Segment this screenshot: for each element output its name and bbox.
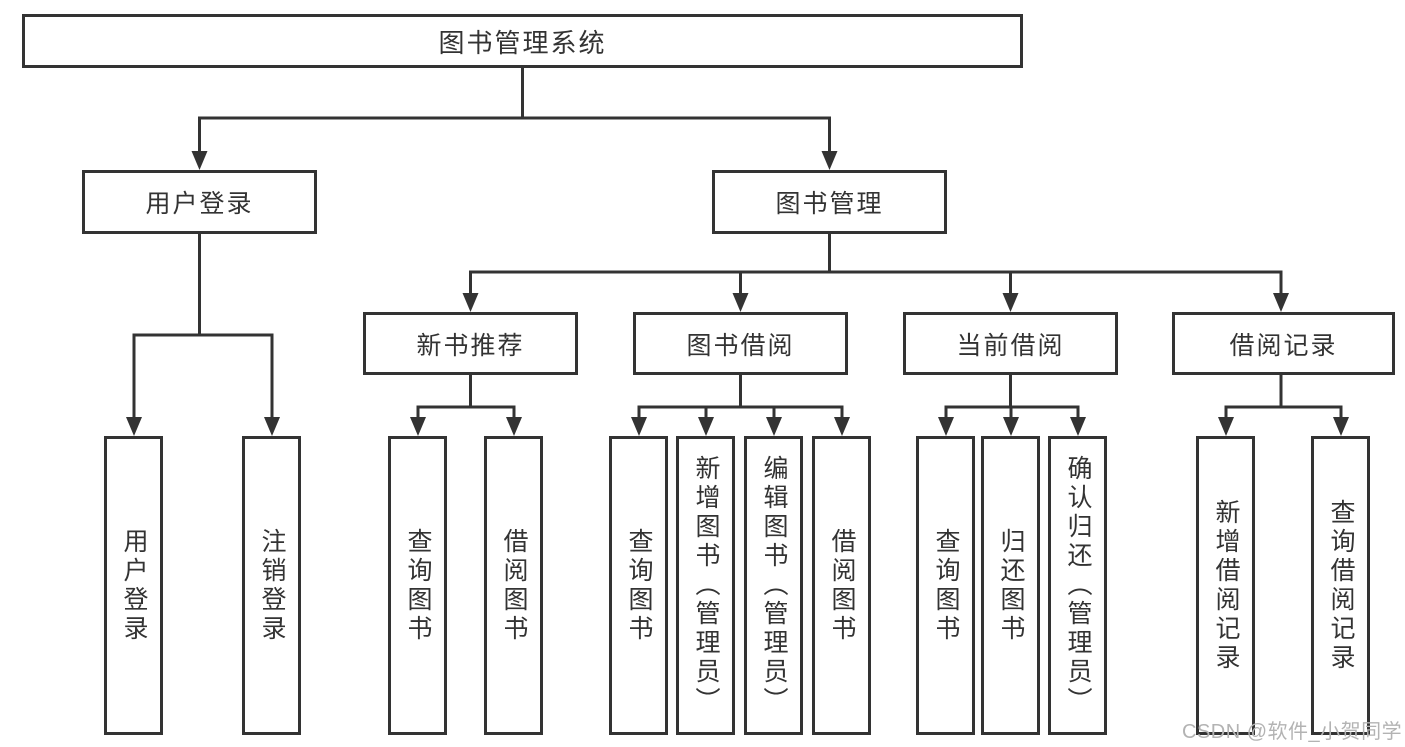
node-user-login: 用户登录 bbox=[82, 170, 317, 234]
node-book-management: 图书管理 bbox=[712, 170, 947, 234]
leaf-br-add-record: 新增借阅记录 bbox=[1196, 436, 1255, 735]
leaf-bb-query-book: 查询图书 bbox=[609, 436, 668, 735]
leaf-cb-confirm-return-admin: 确认归还（管理员） bbox=[1048, 436, 1107, 735]
node-new-book-recommend: 新书推荐 bbox=[363, 312, 578, 375]
watermark-text: CSDN @软件_小贺同学 bbox=[1182, 721, 1403, 743]
leaf-br-query-record: 查询借阅记录 bbox=[1311, 436, 1370, 735]
leaf-bb-edit-book-admin: 编辑图书（管理员） bbox=[744, 436, 803, 735]
leaf-nbr-query-book-label: 查询图书 bbox=[404, 527, 432, 644]
leaf-logout: 注销登录 bbox=[242, 436, 301, 735]
leaf-user-login: 用户登录 bbox=[104, 436, 163, 735]
node-current-borrow: 当前借阅 bbox=[903, 312, 1118, 375]
leaf-nbr-borrow-book: 借阅图书 bbox=[484, 436, 543, 735]
leaf-bb-edit-book-admin-label: 编辑图书（管理员） bbox=[760, 455, 788, 716]
leaf-bb-query-book-label: 查询图书 bbox=[625, 527, 653, 644]
node-borrow-record: 借阅记录 bbox=[1172, 312, 1395, 375]
leaf-bb-add-book-admin: 新增图书（管理员） bbox=[676, 436, 735, 735]
node-root-system-label: 图书管理系统 bbox=[438, 27, 607, 58]
leaf-nbr-query-book: 查询图书 bbox=[388, 436, 447, 735]
leaf-cb-query-book-label: 查询图书 bbox=[932, 527, 960, 644]
leaf-cb-return-book-label: 归还图书 bbox=[997, 527, 1025, 644]
leaf-bb-borrow-book-label: 借阅图书 bbox=[828, 527, 856, 644]
node-borrow-record-label: 借阅记录 bbox=[1229, 331, 1338, 360]
node-current-borrow-label: 当前借阅 bbox=[956, 331, 1065, 360]
leaf-bb-borrow-book: 借阅图书 bbox=[812, 436, 871, 735]
node-book-management-label: 图书管理 bbox=[775, 190, 884, 218]
leaf-cb-return-book: 归还图书 bbox=[981, 436, 1040, 735]
node-book-borrow: 图书借阅 bbox=[633, 312, 848, 375]
leaf-logout-label: 注销登录 bbox=[258, 527, 286, 644]
node-book-borrow-label: 图书借阅 bbox=[686, 331, 795, 360]
leaf-cb-query-book: 查询图书 bbox=[916, 436, 975, 735]
leaf-user-login-label: 用户登录 bbox=[120, 527, 148, 644]
leaf-nbr-borrow-book-label: 借阅图书 bbox=[500, 527, 528, 644]
node-root-system: 图书管理系统 bbox=[22, 14, 1023, 68]
node-user-login-label: 用户登录 bbox=[145, 190, 254, 218]
leaf-cb-confirm-return-admin-label: 确认归还（管理员） bbox=[1064, 455, 1092, 716]
node-new-book-recommend-label: 新书推荐 bbox=[416, 331, 525, 360]
leaf-br-query-record-label: 查询借阅记录 bbox=[1327, 498, 1355, 673]
leaf-bb-add-book-admin-label: 新增图书（管理员） bbox=[692, 455, 720, 716]
leaf-br-add-record-label: 新增借阅记录 bbox=[1212, 498, 1240, 673]
